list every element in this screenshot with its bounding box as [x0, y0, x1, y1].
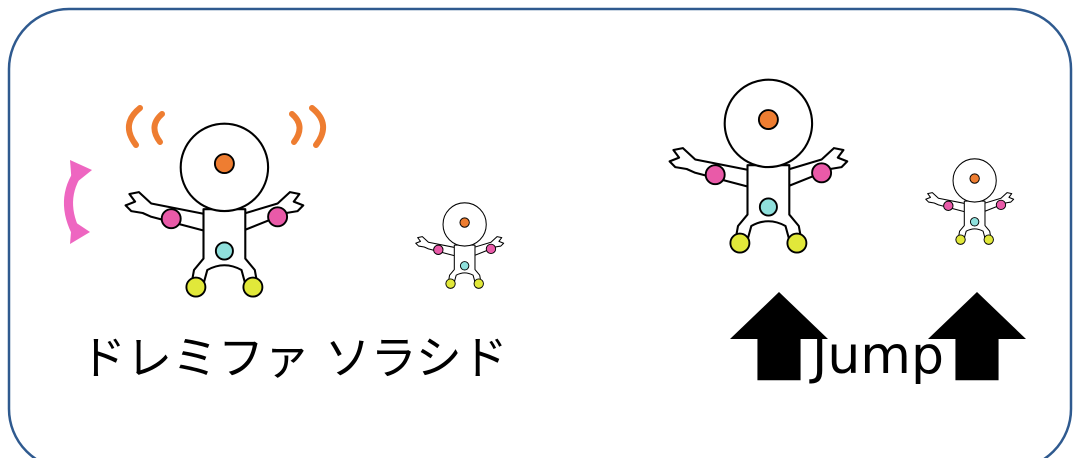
robot-small-jump [925, 158, 1015, 245]
jump-label: Jump [809, 326, 944, 386]
sound-wave-right-icon [289, 105, 326, 148]
rotate-arrow-icon [64, 160, 92, 244]
robot-large-dancing [124, 122, 305, 298]
frame-border [7, 7, 1073, 458]
sound-wave-left-icon [126, 105, 165, 148]
robot-large-jump [668, 78, 849, 254]
scale-label: ドレミファ ソラシド [80, 331, 508, 385]
robot-small-standing [415, 202, 505, 289]
